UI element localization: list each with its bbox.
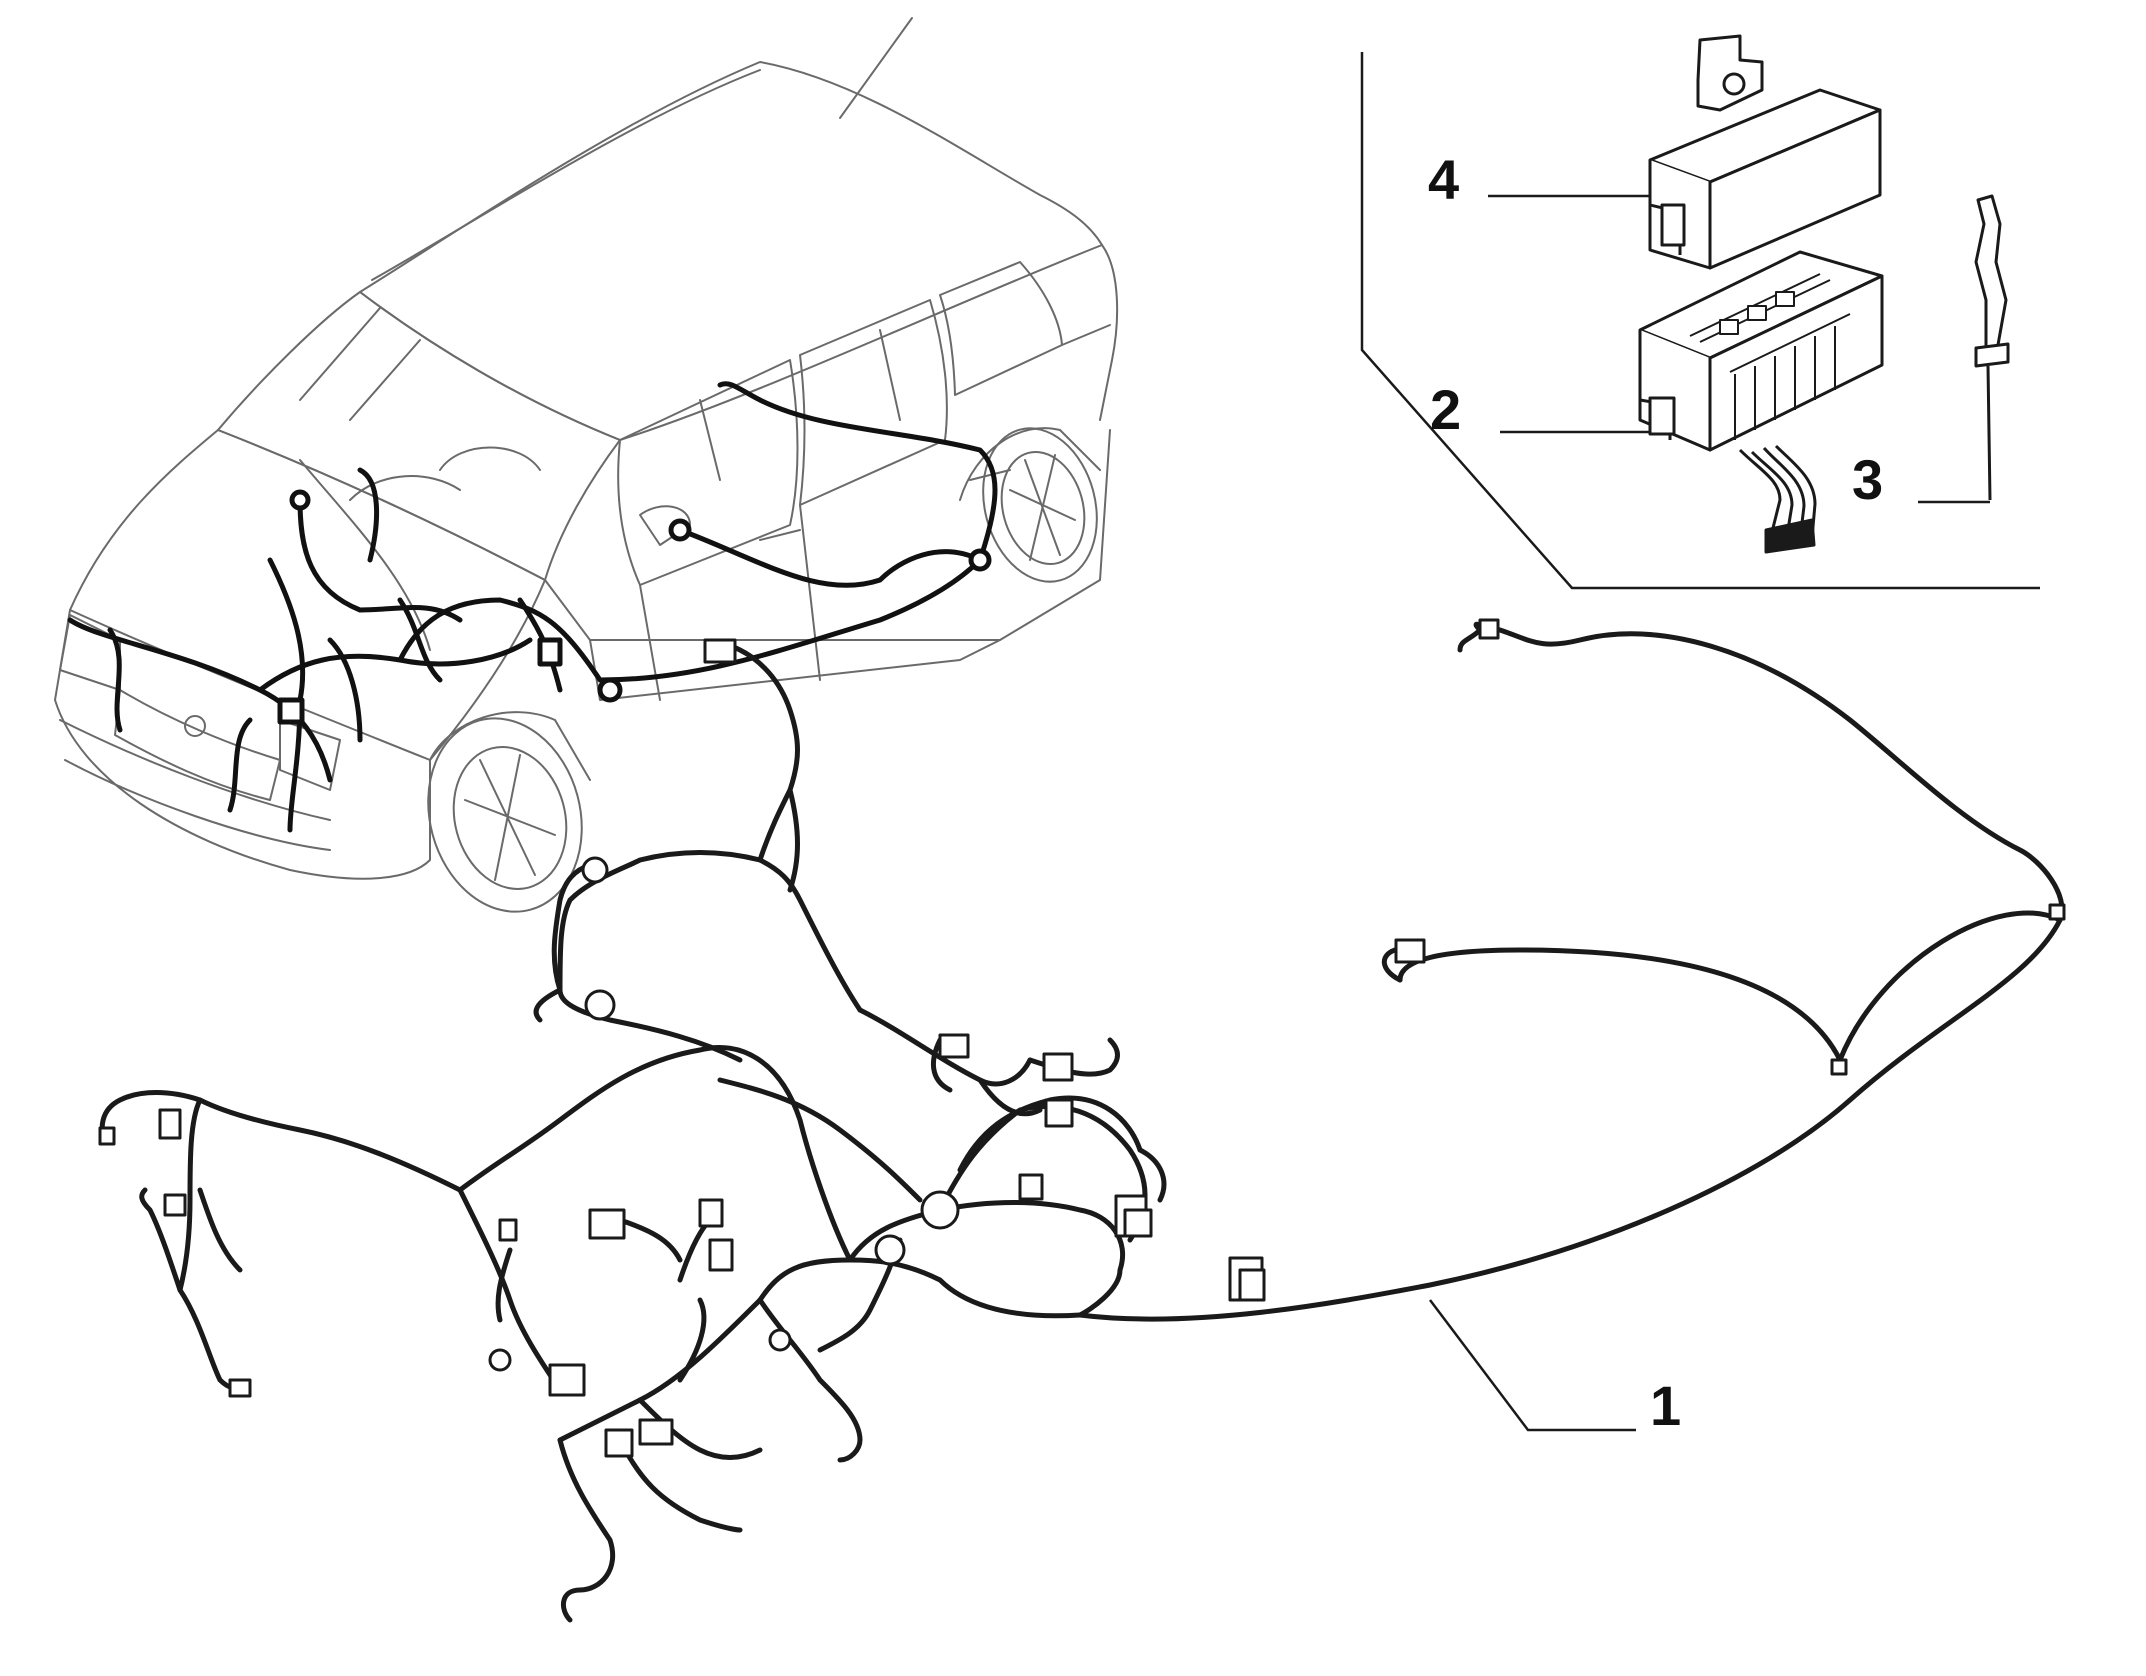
badge <box>184 715 206 737</box>
callout-number-4: 4 <box>1428 148 1460 211</box>
car-harness-overlay <box>67 381 998 833</box>
hood <box>69 429 546 761</box>
leader-1 <box>1429 1299 1636 1432</box>
rear-wheel <box>959 427 1101 583</box>
callout-number-2: 2 <box>1430 378 1462 441</box>
grille <box>114 689 281 801</box>
rear-door-window <box>799 299 948 506</box>
car-wireframe <box>54 17 1119 913</box>
inset-frame <box>1360 52 2040 590</box>
front-wheel <box>427 711 591 913</box>
front-bumper <box>54 609 431 880</box>
quarter-window <box>939 261 1063 396</box>
fuse-box-cover <box>1648 34 1882 270</box>
callout-number-3: 3 <box>1852 448 1884 511</box>
main-wiring-harness <box>98 618 2066 1623</box>
fuse-relay-box <box>1638 250 1884 554</box>
callout-leaders <box>1429 194 1990 1432</box>
fuse-box-bracket-clip <box>1974 194 2010 501</box>
callout-number-1: 1 <box>1650 1374 1682 1437</box>
headlight-right <box>279 719 341 791</box>
windshield <box>217 291 621 581</box>
headlight-left <box>59 614 121 691</box>
front-door-window <box>617 359 799 586</box>
antenna <box>839 17 913 119</box>
